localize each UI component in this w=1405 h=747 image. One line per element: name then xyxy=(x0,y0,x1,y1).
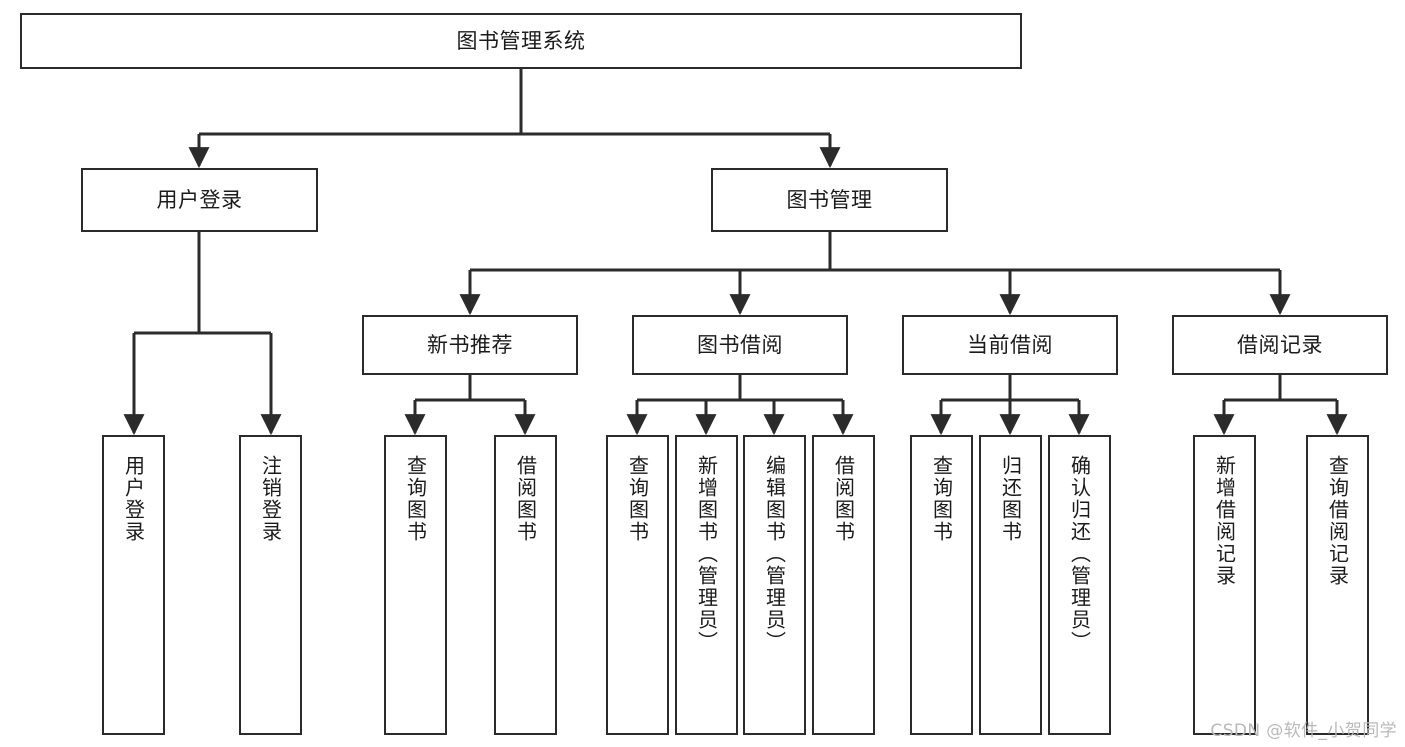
leaf-new-book-borrow[interactable]: 借阅图书 xyxy=(494,435,557,735)
leaf-confirm-return-admin-label: 确认归还（管理员） xyxy=(1067,455,1092,653)
leaf-add-borrow-record[interactable]: 新增借阅记录 xyxy=(1193,435,1256,735)
leaf-current-query-book-label: 查询图书 xyxy=(929,455,954,543)
leaf-borrow-query-book-label: 查询图书 xyxy=(625,455,650,543)
leaf-current-query-book[interactable]: 查询图书 xyxy=(910,435,973,735)
leaf-borrow-query-book[interactable]: 查询图书 xyxy=(606,435,669,735)
leaf-borrow-book[interactable]: 借阅图书 xyxy=(812,435,875,735)
node-book-borrow-label: 图书借阅 xyxy=(697,332,783,357)
leaf-user-login-label: 用户登录 xyxy=(121,455,146,543)
leaf-new-book-borrow-label: 借阅图书 xyxy=(513,455,538,543)
node-book-borrow[interactable]: 图书借阅 xyxy=(632,315,848,375)
leaf-logout-label: 注销登录 xyxy=(258,455,283,543)
leaf-return-book-label: 归还图书 xyxy=(998,455,1023,543)
node-borrow-record[interactable]: 借阅记录 xyxy=(1172,315,1388,375)
node-book-management-label: 图书管理 xyxy=(786,187,873,212)
node-root[interactable]: 图书管理系统 xyxy=(20,13,1022,69)
leaf-return-book[interactable]: 归还图书 xyxy=(979,435,1042,735)
node-borrow-record-label: 借阅记录 xyxy=(1237,332,1323,357)
leaf-new-book-query[interactable]: 查询图书 xyxy=(384,435,447,735)
watermark-text: CSDN @软件_小贺同学 xyxy=(1210,721,1397,741)
node-user-login[interactable]: 用户登录 xyxy=(81,168,318,232)
leaf-edit-book-admin-label: 编辑图书（管理员） xyxy=(762,455,787,653)
leaf-logout[interactable]: 注销登录 xyxy=(239,435,302,735)
leaf-borrow-book-label: 借阅图书 xyxy=(831,455,856,543)
leaf-add-book-admin-label: 新增图书（管理员） xyxy=(694,455,719,653)
node-book-management[interactable]: 图书管理 xyxy=(711,168,948,232)
leaf-query-borrow-record[interactable]: 查询借阅记录 xyxy=(1306,435,1369,735)
node-new-book-recommend[interactable]: 新书推荐 xyxy=(362,315,578,375)
node-user-login-label: 用户登录 xyxy=(156,187,243,212)
node-root-label: 图书管理系统 xyxy=(456,28,586,53)
leaf-query-borrow-record-label: 查询借阅记录 xyxy=(1325,455,1350,587)
leaf-add-borrow-record-label: 新增借阅记录 xyxy=(1212,455,1237,587)
leaf-add-book-admin[interactable]: 新增图书（管理员） xyxy=(675,435,738,735)
node-new-book-recommend-label: 新书推荐 xyxy=(427,332,513,357)
leaf-new-book-query-label: 查询图书 xyxy=(403,455,428,543)
node-current-borrow[interactable]: 当前借阅 xyxy=(902,315,1118,375)
leaf-user-login[interactable]: 用户登录 xyxy=(102,435,165,735)
leaf-edit-book-admin[interactable]: 编辑图书（管理员） xyxy=(743,435,806,735)
leaf-confirm-return-admin[interactable]: 确认归还（管理员） xyxy=(1048,435,1111,735)
node-current-borrow-label: 当前借阅 xyxy=(967,332,1053,357)
